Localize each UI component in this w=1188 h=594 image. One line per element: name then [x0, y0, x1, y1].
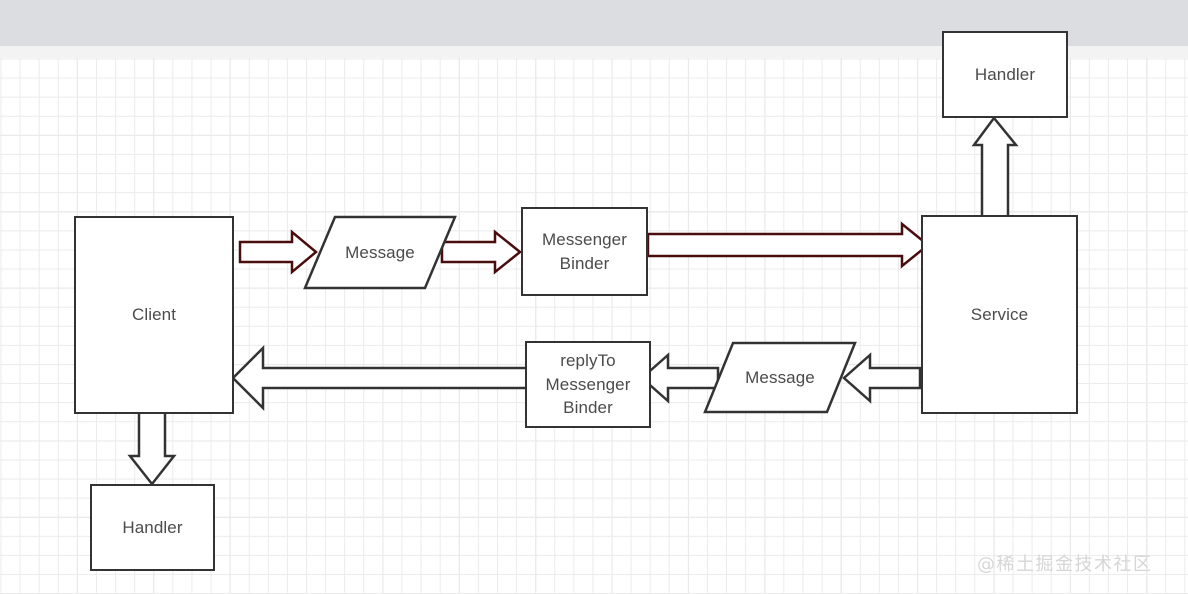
node-client-label: Client	[131, 305, 177, 325]
node-replyto-messenger-binder[interactable]: replyTo Messenger Binder	[525, 341, 651, 428]
message-request-label: Message	[345, 242, 415, 262]
node-messenger-binder-label-line1: Messenger	[542, 230, 627, 250]
node-replyto-messenger-binder-label-line3: Binder	[563, 398, 613, 418]
node-handler-client-label: Handler	[122, 517, 183, 537]
node-client[interactable]: Client	[74, 216, 234, 414]
node-service-label: Service	[970, 304, 1029, 324]
node-handler-service-label: Handler	[974, 64, 1036, 84]
node-service[interactable]: Service	[921, 215, 1078, 414]
message-reply-label-wrap: Message	[705, 343, 855, 412]
watermark: @稀土掘金技术社区	[977, 554, 1153, 575]
node-replyto-messenger-binder-label-line1: replyTo	[560, 351, 616, 371]
node-messenger-binder-label-line2: Binder	[559, 253, 610, 273]
message-request-label-wrap: Message	[305, 217, 455, 288]
window-chrome-subbar	[0, 46, 1188, 58]
message-reply-label: Message	[745, 367, 815, 387]
node-messenger-binder[interactable]: Messenger Binder	[521, 207, 648, 296]
node-replyto-messenger-binder-label-line2: Messenger	[545, 374, 631, 394]
node-handler-client[interactable]: Handler	[90, 484, 215, 571]
node-handler-service[interactable]: Handler	[942, 31, 1068, 118]
